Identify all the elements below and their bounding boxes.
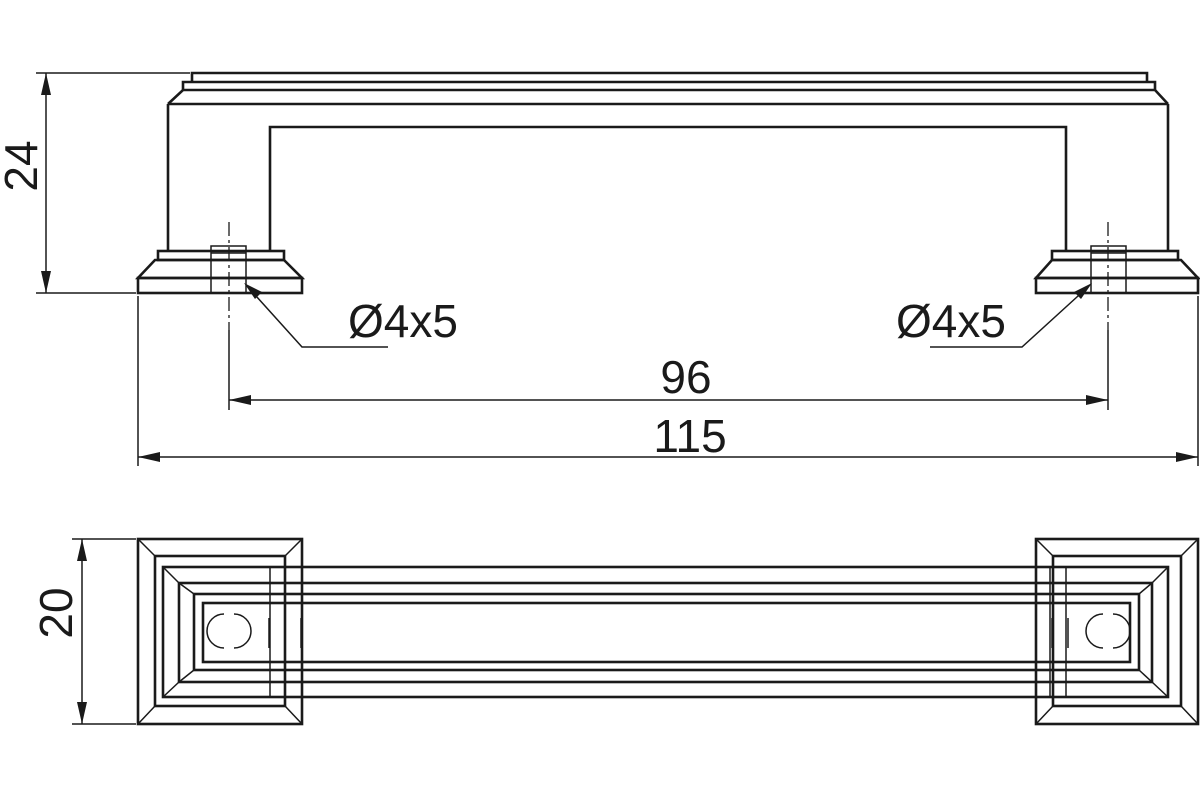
dimension-width-20: 20 — [30, 538, 136, 725]
top-base-left — [136, 537, 304, 726]
handle-top-bar — [190, 71, 1149, 82]
height-dimension-label: 24 — [0, 140, 47, 191]
width-dimension-label: 20 — [30, 587, 82, 638]
hole-callout-left: Ø4x5 — [244, 283, 458, 348]
top-handle-body — [161, 565, 1170, 699]
side-view — [134, 71, 1200, 330]
top-hole-right — [1035, 613, 1131, 649]
center-distance-label: 96 — [660, 351, 711, 403]
top-hole-left — [206, 613, 302, 649]
handle-inner-opening — [268, 125, 1068, 251]
dimension-height-24: 24 — [0, 72, 190, 294]
base-left — [134, 222, 306, 330]
dimension-length-115: 115 — [138, 410, 1198, 462]
hole-callout-right: Ø4x5 — [896, 283, 1092, 348]
overall-length-label: 115 — [653, 410, 726, 462]
top-view — [136, 537, 1200, 726]
dimension-center-96: 96 — [229, 351, 1108, 405]
hole-right-label: Ø4x5 — [896, 295, 1006, 347]
hole-left-label: Ø4x5 — [348, 295, 458, 347]
base-right — [1033, 222, 1200, 330]
